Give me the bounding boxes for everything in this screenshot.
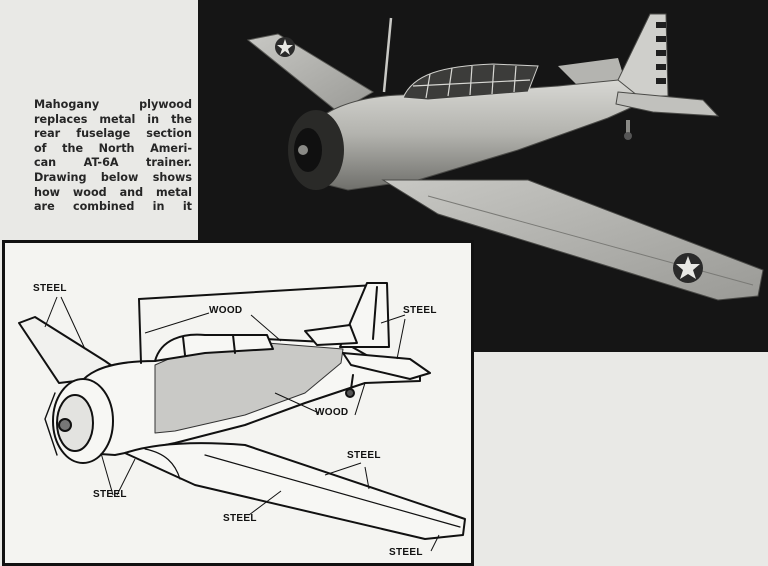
steel-label-tail: STEEL: [403, 305, 437, 316]
caption-line: of the North Ameri-: [34, 141, 192, 155]
photo-caption: Mahogany plywood replaces metal in the r…: [34, 98, 192, 215]
steel-label-wing-tip: STEEL: [389, 547, 423, 558]
steel-label-wing-center: STEEL: [347, 450, 381, 461]
steel-label-far-wing: STEEL: [33, 283, 67, 294]
caption-line: how wood and metal: [34, 185, 192, 199]
aircraft-photo-illustration: [198, 0, 768, 352]
steel-label-engine: STEEL: [93, 489, 127, 500]
caption-line: Mahogany plywood: [34, 98, 192, 111]
caption-line: are combined in it: [34, 200, 192, 214]
caption-line: Drawing below shows: [34, 170, 192, 184]
steel-label-wing-lower: STEEL: [223, 513, 257, 524]
wood-label-fuselage: WOOD: [315, 407, 349, 418]
construction-diagram: STEEL WOOD STEEL WOOD STEEL STEEL STEEL …: [2, 240, 474, 566]
caption-line: can AT-6A trainer.: [34, 156, 192, 170]
caption-line: replaces metal in the: [34, 112, 192, 126]
wood-label-antenna: WOOD: [209, 305, 243, 316]
aircraft-line-drawing: [18, 282, 466, 552]
aircraft-photo: [198, 0, 768, 352]
caption-line: rear fuselage section: [34, 127, 192, 141]
